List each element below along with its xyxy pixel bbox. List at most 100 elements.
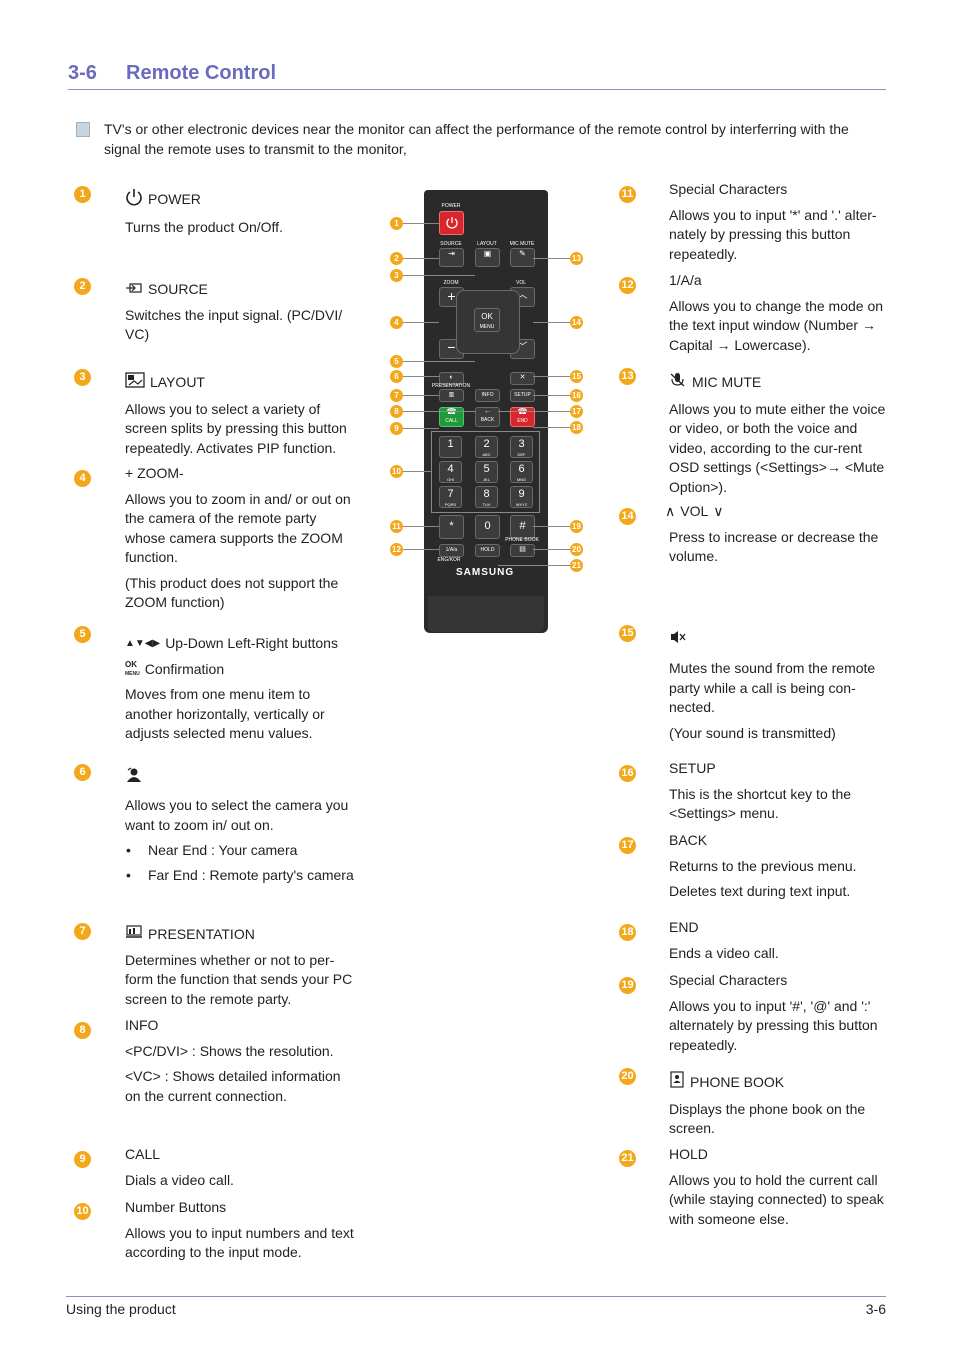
item-title: Special Characters <box>669 972 788 988</box>
item-end: END Ends a video call. <box>669 918 887 969</box>
badge-19: 19 <box>619 977 636 994</box>
remote-label-zoom: ZOOM <box>443 280 459 286</box>
leader-18 <box>533 427 571 428</box>
leader-9 <box>403 428 439 429</box>
note-icon <box>76 122 90 137</box>
item-desc: (Your sound is transmitted) <box>669 724 836 741</box>
remote-number-key[interactable]: 1 <box>439 436 462 458</box>
callout-21: 21 <box>570 559 583 572</box>
remote-mode-button[interactable]: 1/A/a <box>439 544 464 557</box>
leader-15 <box>533 376 571 377</box>
item-special-chars-1: Special Characters Allows you to input '… <box>669 180 887 270</box>
key-letters: ABC <box>482 452 491 457</box>
callout-3: 3 <box>390 269 403 282</box>
remote-layout-button[interactable]: ▣ <box>475 248 500 267</box>
callout-20: 20 <box>570 543 583 556</box>
remote-speaker-mute-button[interactable]: ✕ <box>510 372 535 385</box>
remote-setup-button[interactable]: SETUP <box>510 389 535 402</box>
item-mode: 1/A/a Allows you to change the mode on t… <box>669 271 887 361</box>
leader-17 <box>498 411 571 412</box>
leader-6 <box>403 376 439 377</box>
layout-icon <box>125 372 145 394</box>
remote-keypad-frame <box>431 431 540 513</box>
bullet-list: Near End : Your camera Far End : Remote … <box>125 841 357 885</box>
item-title: SOURCE <box>148 281 208 297</box>
remote-zero-button[interactable]: 0 <box>475 515 500 539</box>
item-desc: Allows you to zoom in and/ or out on the… <box>125 490 351 566</box>
badge-10: 10 <box>74 1203 91 1220</box>
remote-camera-button[interactable]: ◐ <box>439 372 464 385</box>
remote-call-button[interactable]: ☎CALL <box>439 407 464 427</box>
remote-power-button[interactable] <box>439 211 464 235</box>
callout-9: 9 <box>390 422 403 435</box>
item-desc: Moves from one menu item to another hori… <box>125 686 325 741</box>
remote-source-button[interactable]: ⇥ <box>439 248 464 267</box>
remote-label-mic-mute: MIC MUTE <box>509 241 535 247</box>
remote-end-button[interactable]: ☎END <box>510 407 535 427</box>
section-title: Remote Control <box>126 62 276 84</box>
back-label: BACK <box>480 417 495 423</box>
leader-4 <box>403 322 439 323</box>
remote-base <box>428 596 544 632</box>
remote-hold-button[interactable]: HOLD <box>475 544 500 557</box>
vol-up-icon: ∧ <box>665 503 676 519</box>
item-desc: Ends a video call. <box>669 944 779 961</box>
item-desc: Switches the input signal. (PC/DVI/ VC) <box>125 306 343 343</box>
item-title: POWER <box>148 191 201 207</box>
callout-2: 2 <box>390 252 403 265</box>
item-info: INFO <PC/DVI> : Shows the resolution. <V… <box>125 1016 357 1112</box>
item-title: VOL <box>680 503 709 519</box>
item-desc: Allows you to input '#', '@' and ':' alt… <box>669 997 878 1053</box>
speaker-mute-icon: ✕ <box>519 374 526 381</box>
badge-20: 20 <box>619 1068 636 1085</box>
item-back: BACK Returns to the previous menu. Delet… <box>669 831 887 908</box>
callout-4: 4 <box>390 316 403 329</box>
remote-info-button[interactable]: INFO <box>475 389 500 402</box>
remote-back-button[interactable]: ←BACK <box>475 407 500 427</box>
item-title: + ZOOM- <box>125 465 184 481</box>
leader-2 <box>403 258 439 259</box>
remote-presentation-button[interactable]: ▥ <box>439 389 464 402</box>
item-title: Number Buttons <box>125 1199 227 1215</box>
speaker-mute-icon <box>669 629 687 651</box>
item-desc: <VC> : Shows detailed information on the… <box>125 1068 341 1104</box>
key-digit: 6 <box>518 463 525 475</box>
layout-icon: ▣ <box>483 249 492 258</box>
item-desc: Allows you to input '*' and '.' alter-na… <box>669 206 877 262</box>
badge-21: 21 <box>619 1150 636 1167</box>
phonebook-icon <box>669 1071 685 1094</box>
callout-11: 11 <box>390 520 403 533</box>
camera-select-icon <box>125 766 143 790</box>
leader-3 <box>403 275 475 276</box>
item-speaker-mute: Mutes the sound from the remote party wh… <box>669 627 887 749</box>
remote-star-button[interactable]: * <box>439 515 464 539</box>
callout-5: 5 <box>390 355 403 368</box>
remote-mic-mute-button[interactable]: ✎ <box>510 248 535 267</box>
callout-18: 18 <box>570 421 583 434</box>
item-desc: Allows you to input numbers and text acc… <box>125 1224 354 1261</box>
item-special-chars-2: Special Characters Allows you to input '… <box>669 971 887 1061</box>
key-digit: 7 <box>447 488 454 500</box>
item-title: LAYOUT <box>150 374 205 390</box>
item-title: PHONE BOOK <box>690 1073 785 1090</box>
item-subtitle: Confirmation <box>144 660 225 677</box>
section-number: 3-6 <box>68 62 97 84</box>
footer-page-number: 3-6 <box>865 1301 886 1317</box>
remote-phone-book-button[interactable]: ▤ <box>510 544 535 557</box>
key-letters: GHI <box>446 477 455 482</box>
badge-11: 11 <box>619 186 636 203</box>
item-title: MIC MUTE <box>692 374 762 390</box>
leader-16 <box>533 395 571 396</box>
remote-hash-button[interactable]: # <box>510 515 535 539</box>
mode-label: 1/A/a <box>445 547 458 553</box>
callout-15: 15 <box>570 370 583 383</box>
